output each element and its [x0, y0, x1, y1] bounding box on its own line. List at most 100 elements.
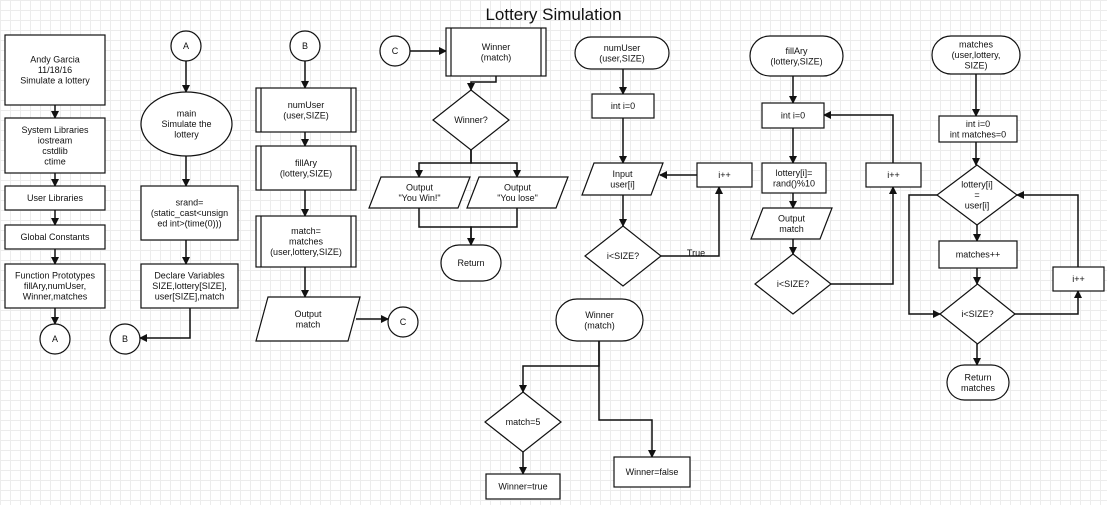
matches-size-decision-text: i<SIZE?: [961, 309, 993, 319]
connector-b-exit-text: B: [122, 334, 128, 344]
function-prototypes-box-text: Winner,matches: [23, 292, 88, 302]
declare-variables-box-text: SIZE,lottery[SIZE],: [152, 281, 227, 291]
output-you-lose: Output"You lose": [466, 176, 569, 209]
fillary-assign-box-text: lottery[i]=: [776, 168, 813, 178]
edge-mQ2-to-mInc2: [1015, 290, 1082, 315]
function-prototypes-box: Function PrototypesfillAry,numUser,Winne…: [4, 263, 106, 309]
edge-wStart-to-wQ: [519, 341, 600, 393]
declare-variables-box: Declare VariablesSIZE,lottery[SIZE],user…: [140, 263, 239, 309]
fillary-size-decision: i<SIZE?: [754, 253, 832, 315]
matches-increment-box-text: i++: [1072, 274, 1085, 284]
srand-box-text: srand=: [176, 198, 204, 208]
call-matches-box-text: matches: [289, 237, 324, 247]
fillary-init-box: int i=0: [761, 102, 825, 129]
winner-start-terminal: Winner(match): [555, 298, 644, 342]
winner-false-box: Winner=false: [613, 456, 691, 488]
global-constants-box: Global Constants: [4, 224, 106, 250]
fillary-increment-box-text: i++: [887, 170, 900, 180]
header-box-text: 11/18/16: [38, 65, 72, 75]
matches-init-box-text: int i=0: [966, 119, 990, 129]
call-winner-box-text: Winner: [482, 42, 511, 52]
fillary-start-terminal-text: (lottery,SIZE): [770, 56, 822, 66]
call-fillary-box-text: (lottery,SIZE): [280, 168, 332, 178]
fillary-output-parallelogram-text: Output: [778, 213, 806, 223]
call-numuser-box: numUser(user,SIZE): [255, 87, 357, 133]
function-prototypes-box-text: Function Prototypes: [15, 271, 96, 281]
call-matches-box-text: match=: [291, 226, 321, 236]
system-libraries-box-text: iostream: [38, 135, 73, 145]
edge-winQ-to-outWin: [415, 150, 472, 178]
matches-count-box-text: matches++: [956, 250, 1001, 260]
edge-fQ-to-fInc: [831, 186, 897, 285]
edge-mInc2-to-mQ1: [1016, 191, 1079, 267]
winner-match-decision: match=5: [484, 391, 562, 453]
matches-return-terminal-text: matches: [961, 383, 996, 393]
output-you-win-text: "You Win!": [398, 193, 440, 203]
fillary-output-parallelogram-text: match: [779, 224, 804, 234]
fillary-increment-box: i++: [865, 162, 922, 188]
connector-b-entry-text: B: [302, 41, 308, 51]
main-return-terminal: Return: [440, 244, 502, 282]
output-match-parallelogram-text: match: [296, 319, 321, 329]
edge-outWin-to-ret1: [418, 208, 475, 246]
matches-start-terminal: matches(user,lottery,SIZE): [931, 35, 1021, 75]
connector-b-entry: B: [289, 30, 321, 62]
header-box-text: Simulate a lottery: [20, 76, 90, 86]
connector-c-exit-text: C: [400, 317, 407, 327]
numuser-input-parallelogram-text: user[i]: [610, 179, 635, 189]
call-winner-box: Winner(match): [445, 27, 547, 77]
winner-decision: Winner?: [432, 89, 510, 151]
winner-false-box-text: Winner=false: [626, 467, 679, 477]
fillary-start-terminal: fillAry(lottery,SIZE): [749, 35, 844, 77]
output-you-win: Output"You Win!": [368, 176, 471, 209]
declare-variables-box-text: Declare Variables: [154, 271, 225, 281]
connector-a-entry-text: A: [183, 41, 189, 51]
header-box-text: Andy Garcia: [30, 55, 80, 65]
edge-mQ1-to-mQ2: [908, 194, 941, 318]
winner-decision-text: Winner?: [454, 115, 488, 125]
numuser-init-box: int i=0: [591, 93, 655, 119]
function-prototypes-box-text: fillAry,numUser,: [24, 281, 86, 291]
output-you-lose-text: "You lose": [497, 193, 538, 203]
output-you-win-text: Output: [406, 182, 434, 192]
numuser-increment-box: i++: [696, 162, 753, 188]
edge-fInc-to-fInit: [823, 111, 894, 163]
edge-nuQ-to-nuInc: [661, 186, 723, 257]
call-numuser-box-text: (user,SIZE): [283, 110, 329, 120]
edge-winQ-to-outLose: [470, 150, 521, 178]
system-libraries-box-text: cstdlib: [42, 146, 68, 156]
winner-match-decision-text: match=5: [506, 417, 541, 427]
matches-start-terminal-text: matches: [959, 40, 994, 50]
matches-equal-decision-text: user[i]: [965, 201, 990, 211]
call-matches-box-text: (user,lottery,SIZE): [270, 247, 342, 257]
true-edge-label: True: [687, 248, 705, 258]
fillary-start-terminal-text: fillAry: [786, 46, 808, 56]
matches-start-terminal-text: SIZE): [964, 61, 987, 71]
call-numuser-box-text: numUser: [288, 100, 325, 110]
declare-variables-box-text: user[SIZE],match: [155, 292, 225, 302]
edge-wStart-to-wFalse: [598, 341, 656, 458]
diagram-title: Lottery Simulation: [485, 5, 622, 24]
srand-box-text: ed int>(time(0))): [157, 219, 221, 229]
connector-a-entry: A: [170, 30, 202, 62]
matches-count-box: matches++: [938, 240, 1018, 269]
edge-callWin-to-winQ: [467, 76, 497, 91]
matches-size-decision: i<SIZE?: [939, 283, 1016, 345]
numuser-init-box-text: int i=0: [611, 101, 635, 111]
connector-c-exit: C: [387, 306, 419, 338]
numuser-start-terminal-text: (user,SIZE): [599, 53, 645, 63]
main-ellipse-text: Simulate the: [161, 119, 211, 129]
matches-increment-box: i++: [1052, 266, 1105, 292]
fillary-assign-box: lottery[i]=rand()%10: [761, 162, 827, 194]
matches-equal-decision-text: =: [974, 190, 979, 200]
matches-equal-decision-text: lottery[i]: [961, 180, 993, 190]
call-winner-box-text: (match): [481, 52, 512, 62]
edge-declare-to-conB1: [139, 308, 191, 342]
